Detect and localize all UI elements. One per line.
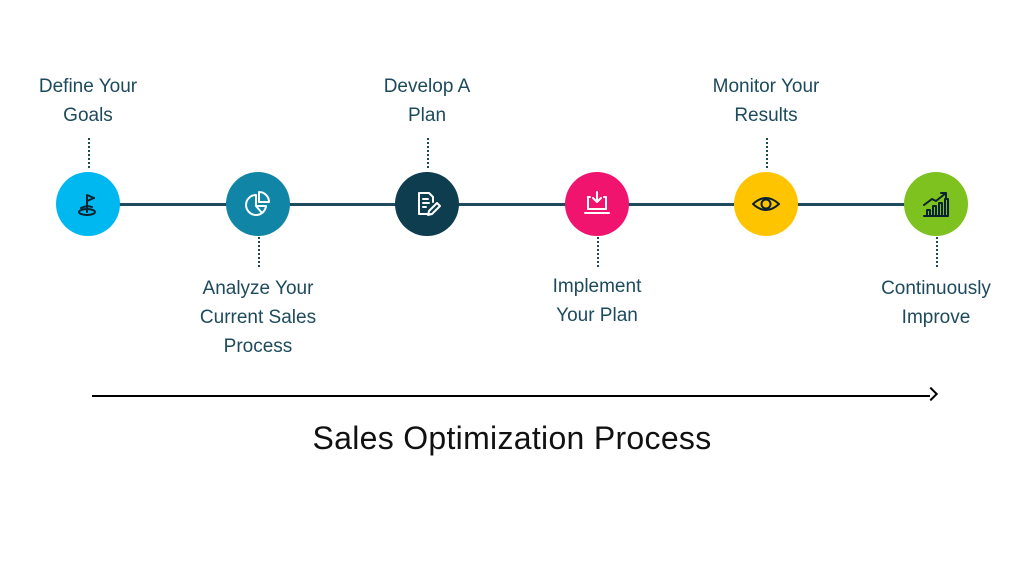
diagram-title: Sales Optimization Process xyxy=(312,420,712,456)
step-1-label: Define Your Goals xyxy=(38,76,138,126)
direction-arrow-line xyxy=(92,395,930,397)
step-1-circle xyxy=(56,172,120,236)
connector-step-6 xyxy=(936,237,938,267)
step-3-label: Develop A Plan xyxy=(383,76,471,126)
connector-step-4 xyxy=(597,237,599,267)
step-6-label: Continuously Improve xyxy=(881,278,991,328)
flag-icon xyxy=(78,194,96,216)
connector-step-5 xyxy=(766,138,768,168)
step-5-circle xyxy=(734,172,798,236)
step-6-circle xyxy=(904,172,968,236)
download-laptop-icon xyxy=(584,191,610,214)
connector-step-1 xyxy=(88,138,90,168)
step-2-circle xyxy=(226,172,290,236)
step-5-label: Monitor Your Results xyxy=(712,76,820,126)
eye-icon xyxy=(752,197,780,211)
document-edit-icon xyxy=(418,192,441,216)
step-4-label: Implement Your Plan xyxy=(552,276,642,326)
connector-step-2 xyxy=(258,237,260,267)
connector-step-3 xyxy=(427,138,429,168)
step-4-circle xyxy=(565,172,629,236)
pie-chart-icon xyxy=(245,191,270,216)
step-2-label: Analyze Your Current Sales Process xyxy=(199,278,317,357)
timeline-line xyxy=(88,203,936,206)
direction-arrow-head xyxy=(923,386,939,402)
step-3-circle xyxy=(395,172,459,236)
growth-chart-icon xyxy=(923,192,949,217)
